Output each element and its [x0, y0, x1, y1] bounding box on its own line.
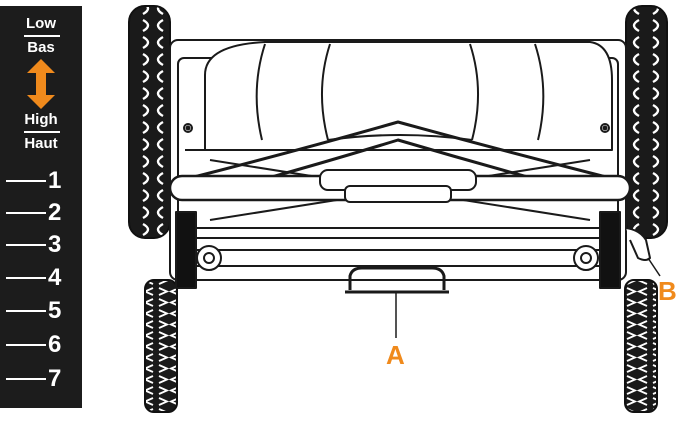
height-position-1: 1	[0, 166, 82, 196]
position-number: 4	[48, 264, 62, 291]
callout-b-label: B	[658, 276, 677, 306]
callout-a-label: A	[386, 340, 405, 370]
tick-mark	[6, 180, 46, 182]
position-number: 7	[48, 365, 62, 392]
position-number: 5	[48, 297, 62, 324]
gauge-divider	[24, 131, 60, 133]
height-position-6: 6	[0, 330, 82, 360]
position-number: 2	[48, 199, 62, 226]
position-number: 1	[48, 167, 62, 194]
position-number: 6	[48, 331, 62, 358]
cutting-height-gauge: Low Bas High Haut 1 2 3 4 5 6 7	[0, 6, 82, 408]
tick-mark	[6, 344, 46, 346]
tick-mark	[6, 310, 46, 312]
position-number: 3	[48, 231, 62, 258]
front-wheel-right	[624, 279, 658, 413]
height-position-3: 3	[0, 230, 82, 260]
height-position-5: 5	[0, 296, 82, 326]
label-high: High	[24, 111, 58, 128]
tick-mark	[6, 277, 46, 279]
rear-wheel-right	[625, 5, 668, 239]
label-haut: Haut	[24, 135, 58, 152]
tick-mark	[6, 244, 46, 246]
rear-wheel-left	[128, 5, 171, 239]
label-bas: Bas	[27, 39, 55, 56]
height-position-4: 4	[0, 263, 82, 293]
label-low: Low	[26, 15, 56, 32]
height-position-7: 7	[0, 364, 82, 394]
height-position-2: 2	[0, 198, 82, 228]
chassis	[168, 39, 651, 294]
callout-leaders	[395, 257, 661, 338]
up-down-arrow-icon	[27, 59, 55, 109]
gauge-divider	[24, 35, 60, 37]
front-wheel-left	[144, 279, 178, 413]
tick-mark	[6, 378, 46, 380]
tick-mark	[6, 212, 46, 214]
